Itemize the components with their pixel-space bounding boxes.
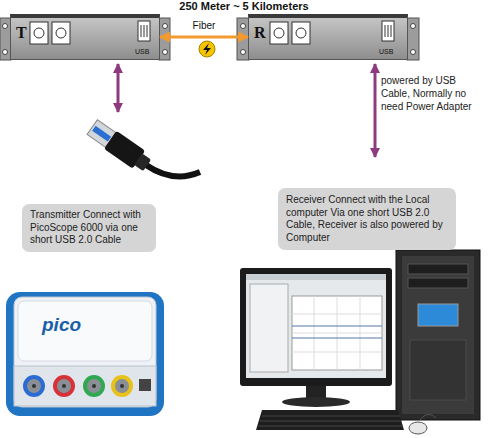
brand-logo: pico — [42, 313, 122, 338]
scope-top — [18, 301, 152, 361]
unit-letter: R — [254, 24, 266, 42]
fiber-link-arrow — [160, 36, 248, 39]
cable-wire — [146, 165, 200, 176]
monitor-base — [282, 397, 350, 407]
monitor-screen — [246, 274, 386, 378]
drive-bay — [408, 278, 468, 288]
screw-hole — [163, 50, 168, 55]
graph-trace — [292, 326, 382, 338]
usb-link-arrow — [374, 64, 377, 157]
screw-hole — [241, 50, 246, 55]
port-label: USB — [135, 48, 149, 55]
scope-body — [14, 297, 156, 407]
strain-relief — [134, 153, 151, 171]
bnc-connector — [25, 377, 43, 395]
keyboard — [256, 410, 404, 430]
usb-cable — [86, 118, 200, 176]
computer-monitor — [240, 268, 392, 407]
transmitter-unit: T USB — [10, 14, 160, 60]
diagram-title: 250 Meter ~ 5 Kilometers — [0, 0, 488, 12]
bnc-pin — [92, 384, 96, 388]
keyboard-body — [256, 410, 404, 430]
screw-hole — [3, 24, 8, 29]
receiver-unit: R USB — [248, 14, 408, 60]
window-toolbar — [246, 274, 386, 280]
bnc-pin — [32, 384, 36, 388]
usb-plug — [86, 118, 154, 174]
screw-hole — [241, 24, 246, 29]
screw-hole — [411, 24, 416, 29]
key-rows — [258, 416, 403, 426]
screw-hole — [411, 50, 416, 55]
flange — [159, 18, 170, 60]
lightning-bolt — [203, 43, 211, 55]
flange — [407, 18, 419, 60]
note-text: powered by USB Cable, Normally no need P… — [381, 74, 487, 113]
scope-front-panel — [14, 366, 156, 406]
unit-letter: T — [16, 24, 27, 42]
callout-box: Transmitter Connect with PicoScope 6000 … — [22, 204, 156, 252]
mouse-cable — [420, 415, 436, 421]
front-display — [418, 304, 458, 326]
bnc-connector — [55, 377, 73, 395]
bnc-connector — [25, 377, 131, 395]
aux-port — [139, 379, 151, 391]
control-panel — [250, 284, 288, 372]
screw-hole — [3, 50, 8, 55]
graph-grid — [292, 296, 382, 370]
bnc-connector — [85, 377, 103, 395]
tower-case — [396, 250, 480, 420]
port-label: USB — [379, 48, 393, 55]
graph-area — [292, 296, 382, 370]
monitor-bezel — [240, 268, 392, 386]
mouse — [409, 422, 427, 434]
bnc-pin — [120, 384, 124, 388]
oscilloscope-illustration — [6, 292, 164, 416]
scope-bumper — [6, 292, 164, 416]
plug-insert — [92, 126, 111, 142]
vent-panel — [410, 340, 466, 400]
computer-tower — [396, 250, 480, 420]
symbol-circle — [199, 41, 215, 57]
lightning-symbol — [199, 41, 215, 57]
callout-box: Receiver Connect with the Local computer… — [278, 188, 456, 250]
tower-front — [402, 256, 474, 414]
bnc-connector — [113, 377, 131, 395]
edge-label: Fiber — [174, 20, 234, 31]
callout-text: Receiver Connect with the Local computer… — [286, 194, 448, 244]
drive-bay — [408, 264, 468, 274]
usb-link-arrow — [117, 64, 120, 112]
screw-hole — [163, 24, 168, 29]
callout-text: Transmitter Connect with PicoScope 6000 … — [30, 209, 148, 247]
bnc-pin — [62, 384, 66, 388]
